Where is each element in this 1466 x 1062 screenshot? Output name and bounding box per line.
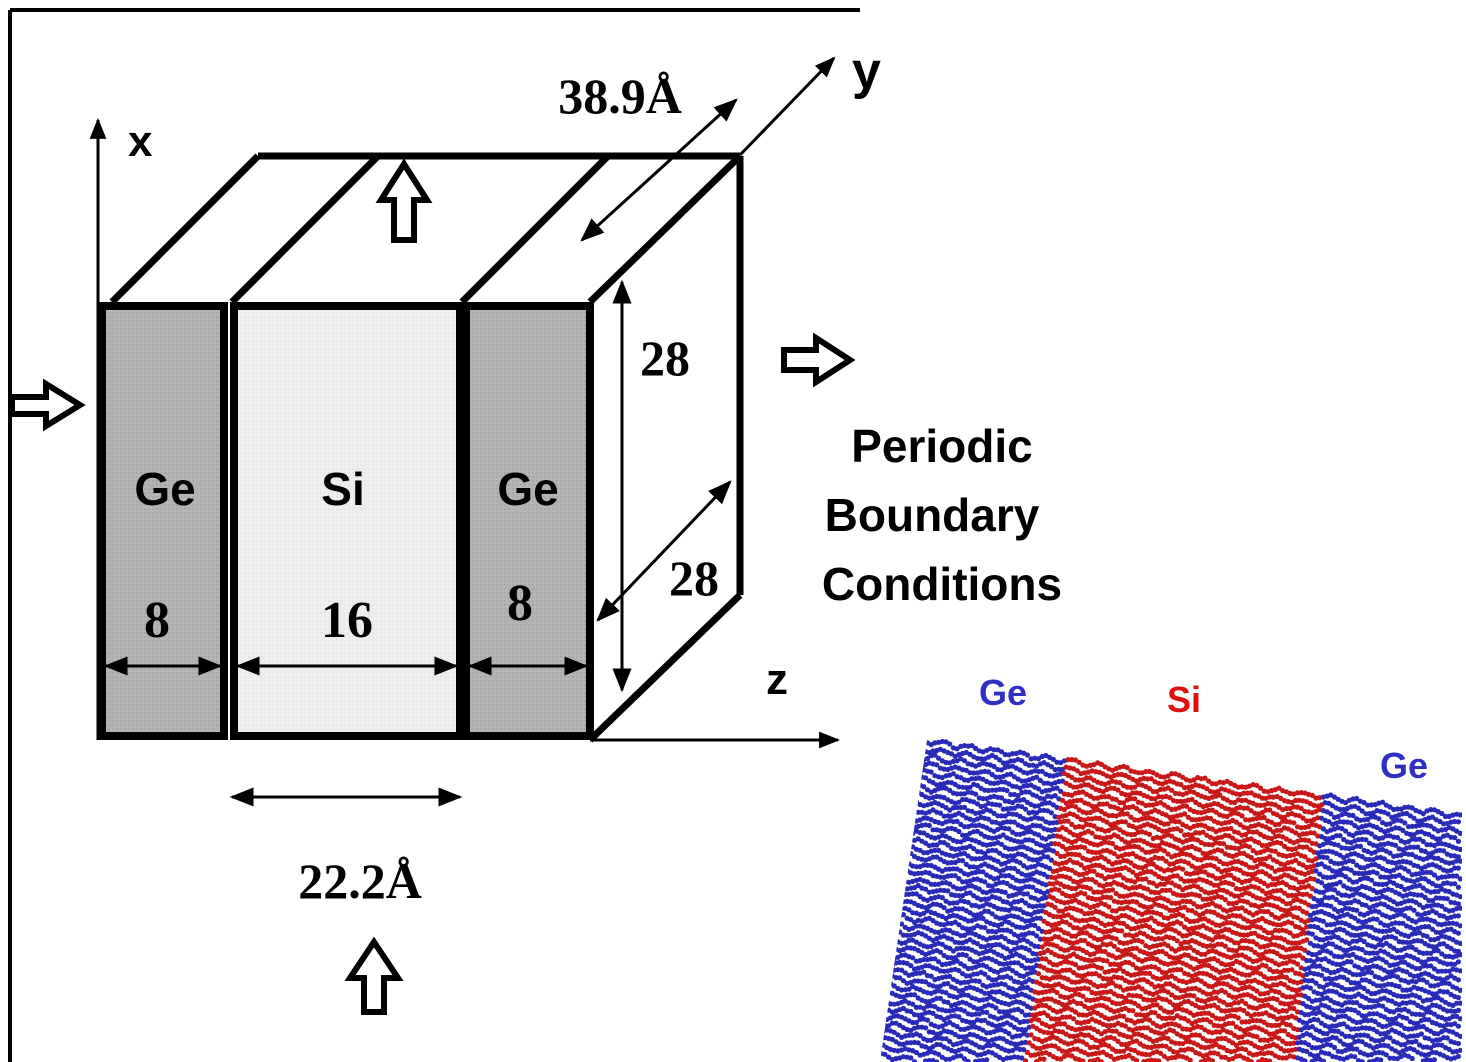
si-thickness: 16 xyxy=(321,592,373,649)
arrow-right-left xyxy=(9,378,86,432)
boundary-line-3: Conditions xyxy=(822,558,1062,610)
y-cells-label: 28 xyxy=(669,550,719,606)
ge-left-label: Ge xyxy=(134,463,195,515)
atom-si-label: Si xyxy=(1167,679,1201,720)
y-length-label: 38.9Å xyxy=(558,68,682,124)
ge-layer-right xyxy=(462,302,594,740)
atom-ge-left-label: Ge xyxy=(979,672,1027,713)
ge-right-label: Ge xyxy=(497,463,558,515)
z-axis-label: z xyxy=(766,655,788,704)
arrow-right-mid xyxy=(781,332,856,388)
si-label: Si xyxy=(321,463,364,515)
periodic-arrows xyxy=(9,158,856,1015)
x-cells-label: 28 xyxy=(640,330,690,386)
y-cells-arrow xyxy=(596,480,732,622)
si-layer xyxy=(230,302,464,740)
box-3d-faces xyxy=(109,152,744,743)
y-axis xyxy=(738,56,836,157)
page-frame xyxy=(8,8,860,1062)
ge-layer-left xyxy=(98,302,228,740)
ge-right-thickness: 8 xyxy=(507,575,533,632)
atomistic-render xyxy=(880,731,1462,1062)
y-length-arrow xyxy=(580,98,738,242)
arrow-up-bottom xyxy=(344,936,404,1015)
arrow-up-top xyxy=(375,158,433,243)
boundary-line-2: Boundary xyxy=(825,489,1040,541)
ge-left-thickness: 8 xyxy=(144,592,170,649)
z-length-label: 22.2Å xyxy=(298,853,422,909)
layer-stack-front xyxy=(98,302,594,740)
atom-ge-right-label: Ge xyxy=(1380,745,1428,786)
x-axis-label: x xyxy=(128,117,153,166)
y-axis-label: y xyxy=(852,42,881,100)
boundary-line-1: Periodic xyxy=(851,420,1033,472)
